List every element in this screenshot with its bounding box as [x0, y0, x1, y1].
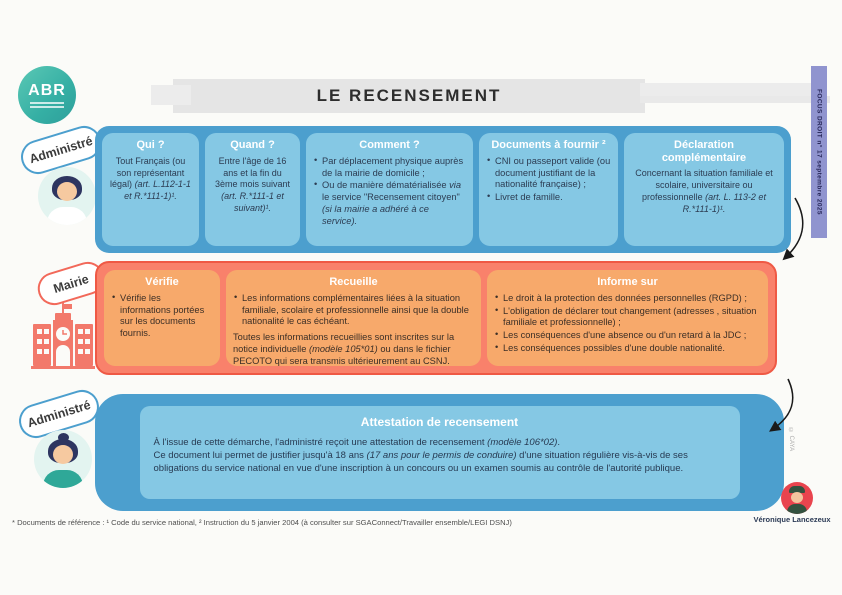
brush-tail	[640, 96, 830, 103]
card-comment-title: Comment ?	[359, 139, 420, 151]
side-banner: FOCUS DROIT n° 17 septembre 2025	[811, 66, 827, 238]
abr-logo: ABR	[18, 66, 76, 124]
avatar-face	[791, 492, 803, 503]
card-informe-sur: Informe sur Le droit à la protection des…	[487, 270, 768, 366]
card-qui: Qui ? Tout Français (ou son représentant…	[102, 133, 199, 246]
informe-bullet-1: Le droit à la protection des données per…	[494, 292, 761, 305]
avatar-shirt	[43, 470, 83, 488]
card-documents: Documents à fournir ² CNI ou passeport v…	[479, 133, 618, 246]
card-declaration: Déclaration complémentaire Concernant la…	[624, 133, 784, 246]
actor-label-text: Administré	[27, 133, 95, 167]
title-brush-stroke: LE RECENSEMENT	[151, 79, 825, 113]
credit-text: © CAYA	[788, 428, 794, 452]
author-name: Véronique Lancezeux	[753, 515, 831, 524]
page-title: LE RECENSEMENT	[316, 86, 502, 105]
logo-text: ABR	[28, 82, 66, 99]
avatar-face	[57, 182, 77, 201]
logo-subtitle-lines	[30, 100, 64, 108]
avatar-cap	[789, 486, 805, 493]
avatar-uniform	[787, 504, 807, 514]
card-attestation-title: Attestation de recensement	[360, 415, 519, 429]
avatar-face	[53, 445, 73, 464]
actor-label-text: Mairie	[51, 271, 91, 296]
card-qui-body: Tout Français (ou son représentant légal…	[110, 155, 191, 202]
row-administre-steps: Qui ? Tout Français (ou son représentant…	[95, 126, 791, 253]
card-informe-title: Informe sur	[597, 276, 658, 288]
card-quand: Quand ? Entre l'âge de 16 ans et la fin …	[205, 133, 300, 246]
informe-bullet-4: Les conséquences possibles d'une double …	[494, 342, 761, 355]
comment-bullet-1: Par déplacement physique auprès de la ma…	[313, 155, 466, 180]
row-attestation: Attestation de recensement À l'issue de …	[95, 394, 784, 511]
footnote: * Documents de référence : ¹ Code du ser…	[12, 518, 512, 527]
recueille-paragraph: Toutes les informations recueillies sont…	[233, 332, 455, 367]
card-verifie-title: Vérifie	[145, 276, 179, 288]
comment-bullet-2: Ou de manière dématérialisée via le serv…	[313, 179, 466, 228]
card-quand-title: Quand ?	[230, 139, 275, 151]
card-recueille: Recueille Les informations complémentair…	[226, 270, 481, 366]
card-declaration-body: Concernant la situation familiale et sco…	[635, 168, 773, 214]
card-attestation-body: À l'issue de cette démarche, l'administr…	[154, 436, 726, 476]
informe-bullet-3: Les conséquences d'une absence ou d'un r…	[494, 329, 761, 342]
attestation-line-1: À l'issue de cette démarche, l'administr…	[153, 436, 561, 448]
avatar-shirt	[47, 207, 87, 225]
card-recueille-title: Recueille	[329, 276, 378, 288]
card-qui-title: Qui ?	[136, 139, 165, 151]
town-hall-icon	[31, 303, 95, 369]
avatar-bun	[58, 433, 69, 442]
side-banner-text: FOCUS DROIT n° 17 septembre 2025	[815, 89, 823, 215]
row-mairie-steps: Vérifie Vérifie les informations portées…	[95, 261, 777, 375]
documents-bullet-1: CNI ou passeport valide (ou document jus…	[486, 155, 611, 192]
attestation-line-2: Ce document lui permet de justifier jusq…	[153, 450, 688, 475]
administre-avatar-2	[34, 430, 92, 488]
card-verifie: Vérifie Vérifie les informations portées…	[104, 270, 220, 366]
verifie-bullet-1: Vérifie les informations portées sur les…	[111, 292, 213, 341]
administre-avatar-1	[38, 167, 96, 225]
card-declaration-title: Déclaration complémentaire	[661, 139, 747, 164]
actor-label-text: Administré	[25, 397, 93, 431]
card-attestation: Attestation de recensement À l'issue de …	[139, 406, 740, 499]
recueille-bullet-1: Les informations complémentaires liées à…	[233, 292, 474, 329]
card-comment: Comment ? Par déplacement physique auprè…	[306, 133, 473, 246]
card-documents-title: Documents à fournir ²	[491, 139, 606, 151]
informe-bullet-2: L'obligation de déclarer tout changement…	[494, 305, 761, 330]
documents-bullet-2: Livret de famille.	[486, 191, 611, 204]
card-quand-body: Entre l'âge de 16 ans et la fin du 3ème …	[214, 155, 291, 214]
author-avatar	[781, 482, 813, 514]
